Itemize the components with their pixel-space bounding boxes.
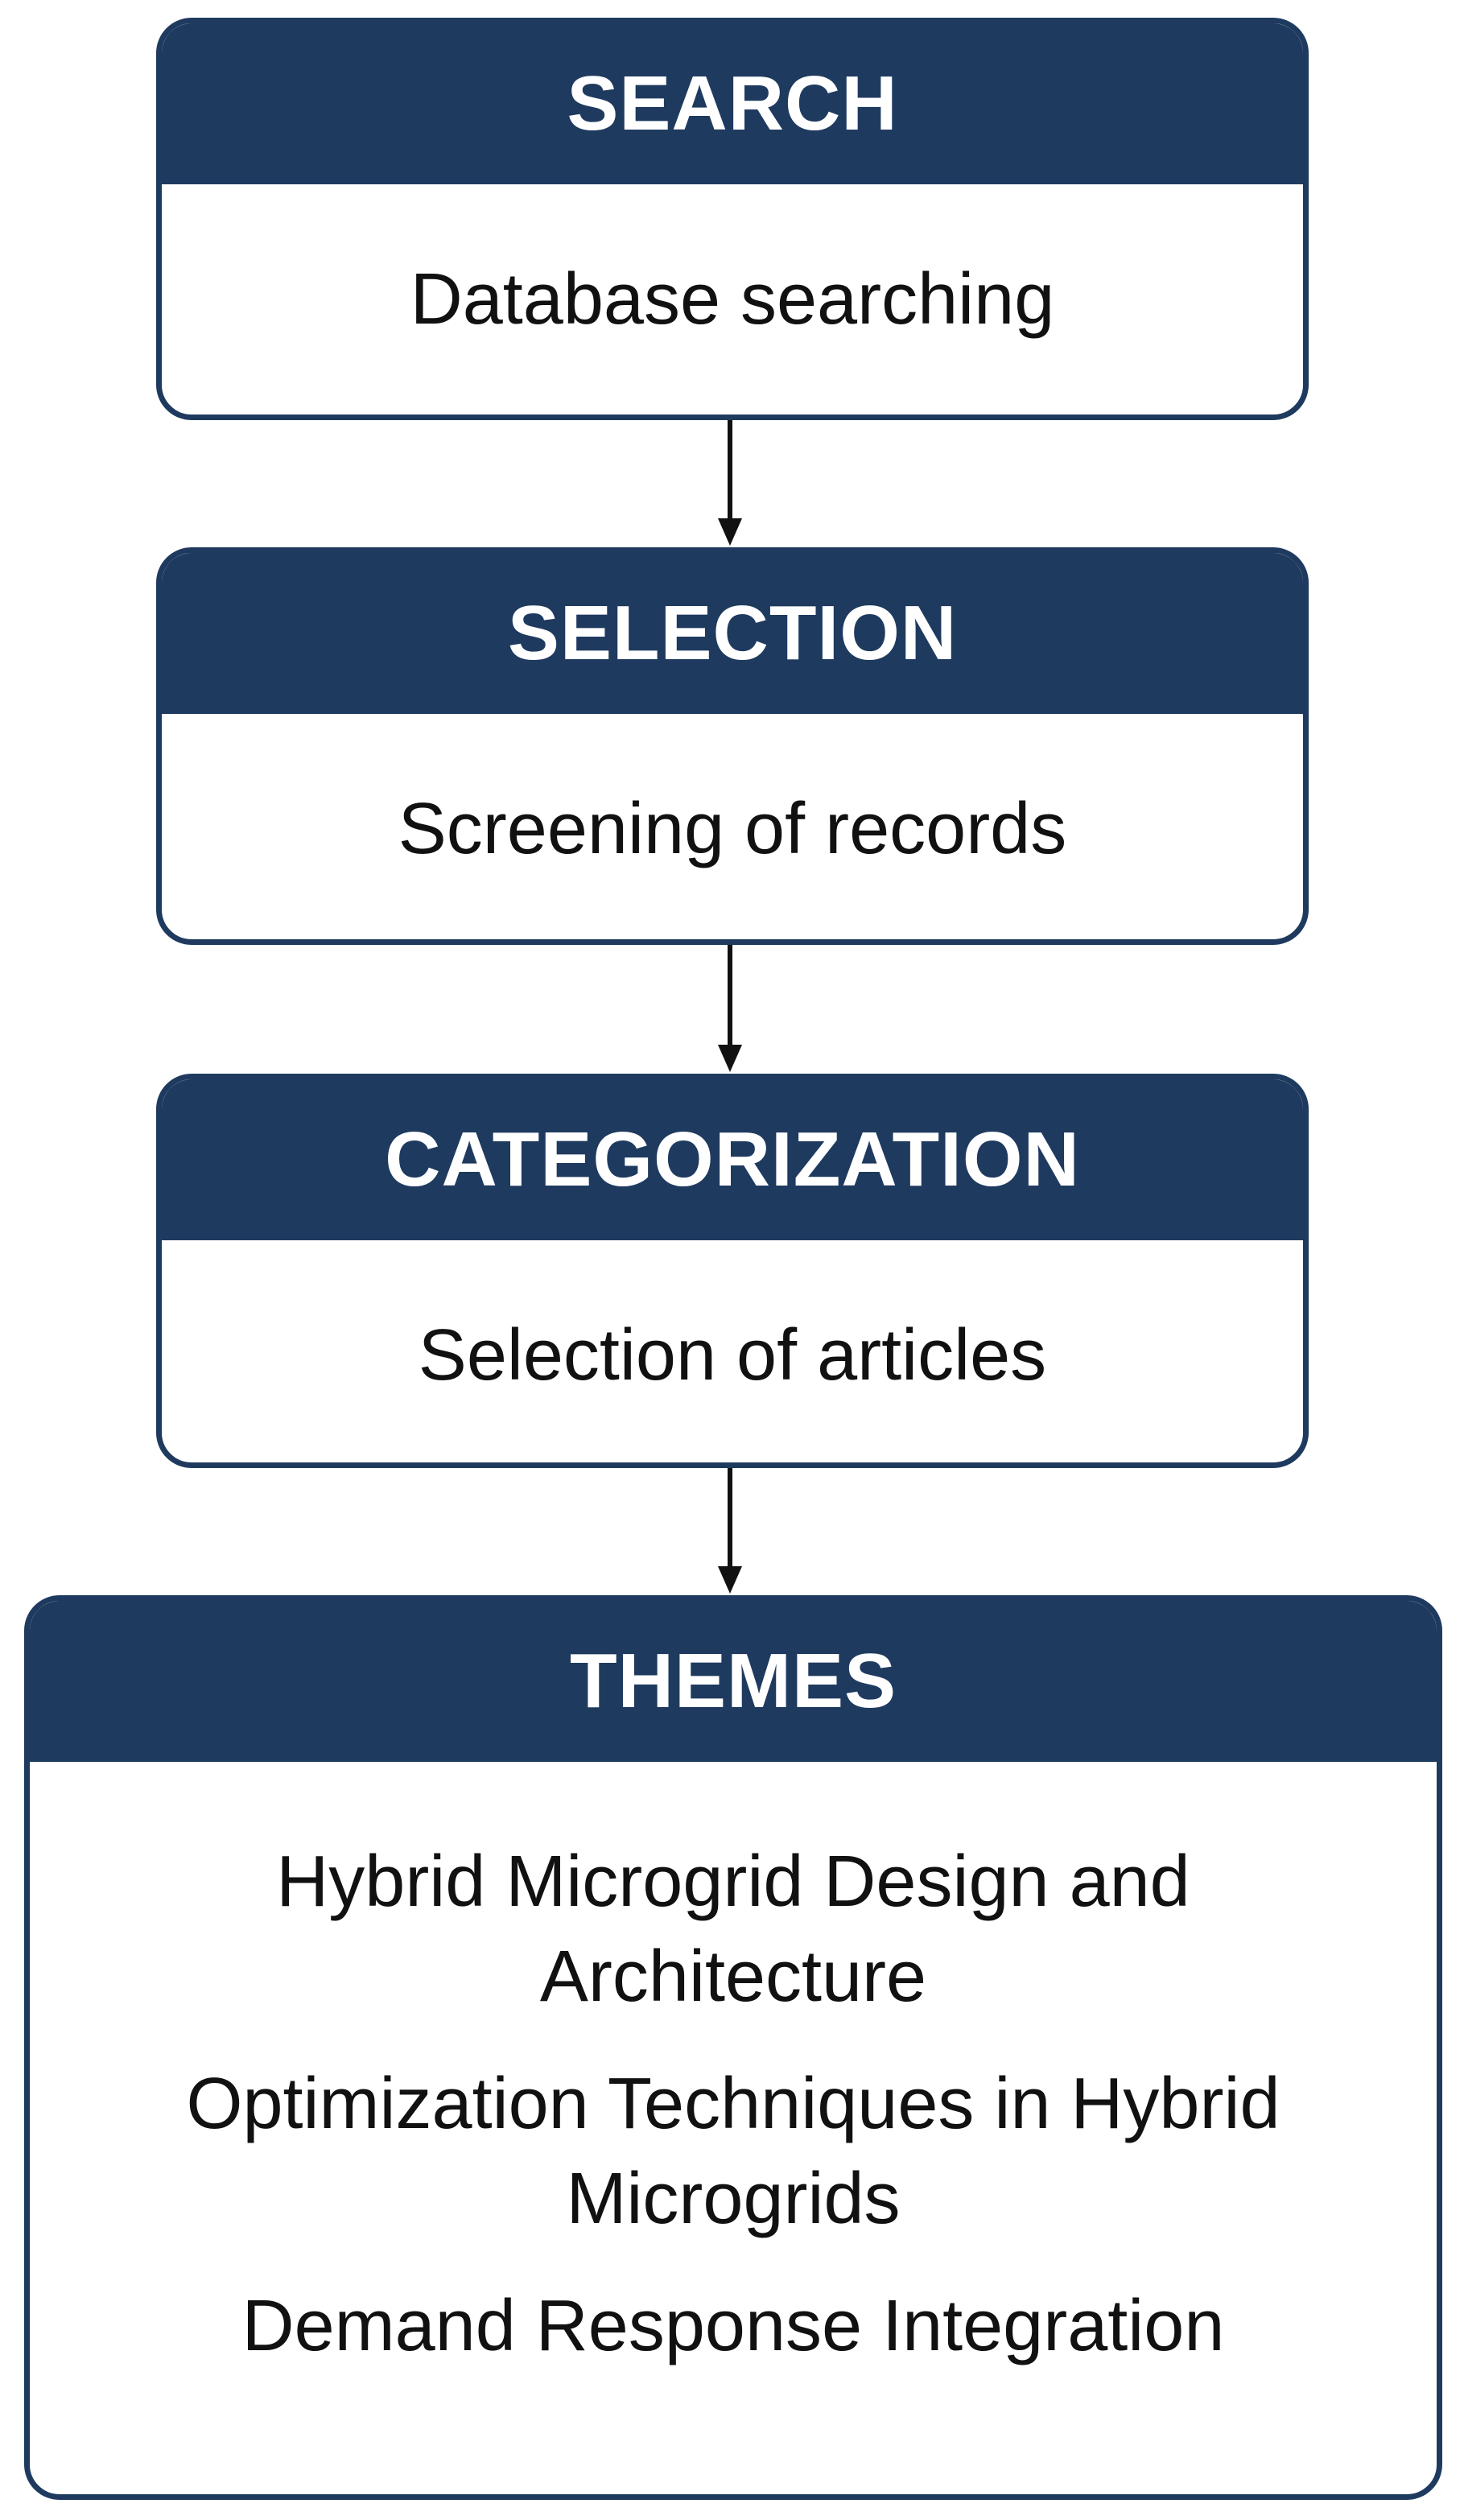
stage-selection-body: Screening of records xyxy=(398,788,1067,869)
stage-search-body: Database searching xyxy=(410,258,1055,340)
flow-arrow-3 xyxy=(718,1468,742,1595)
stage-selection-box: SELECTION Screening of records xyxy=(156,547,1309,945)
theme-item-optimization: Optimization Techniques in Hybrid Microg… xyxy=(186,2064,1280,2239)
theme-item-demand-response: Demand Response Integration xyxy=(241,2286,1225,2366)
theme-item-design: Hybrid Microgrid Design and Architecture xyxy=(276,1842,1190,2017)
stage-categorization-box: CATEGORIZATION Selection of articles xyxy=(156,1074,1309,1468)
themes-list: Hybrid Microgrid Design and Architecture… xyxy=(30,1762,1437,2494)
stage-selection-title: SELECTION xyxy=(162,553,1303,714)
stage-categorization-body: Selection of articles xyxy=(418,1314,1047,1396)
themes-title: THEMES xyxy=(30,1601,1437,1762)
stage-search-title: SEARCH xyxy=(162,23,1303,184)
flow-arrow-2 xyxy=(718,945,742,1074)
themes-box: THEMES Hybrid Microgrid Design and Archi… xyxy=(24,1595,1442,2500)
flow-arrow-1 xyxy=(718,420,742,547)
stage-search-box: SEARCH Database searching xyxy=(156,18,1309,420)
stage-categorization-title: CATEGORIZATION xyxy=(162,1079,1303,1240)
